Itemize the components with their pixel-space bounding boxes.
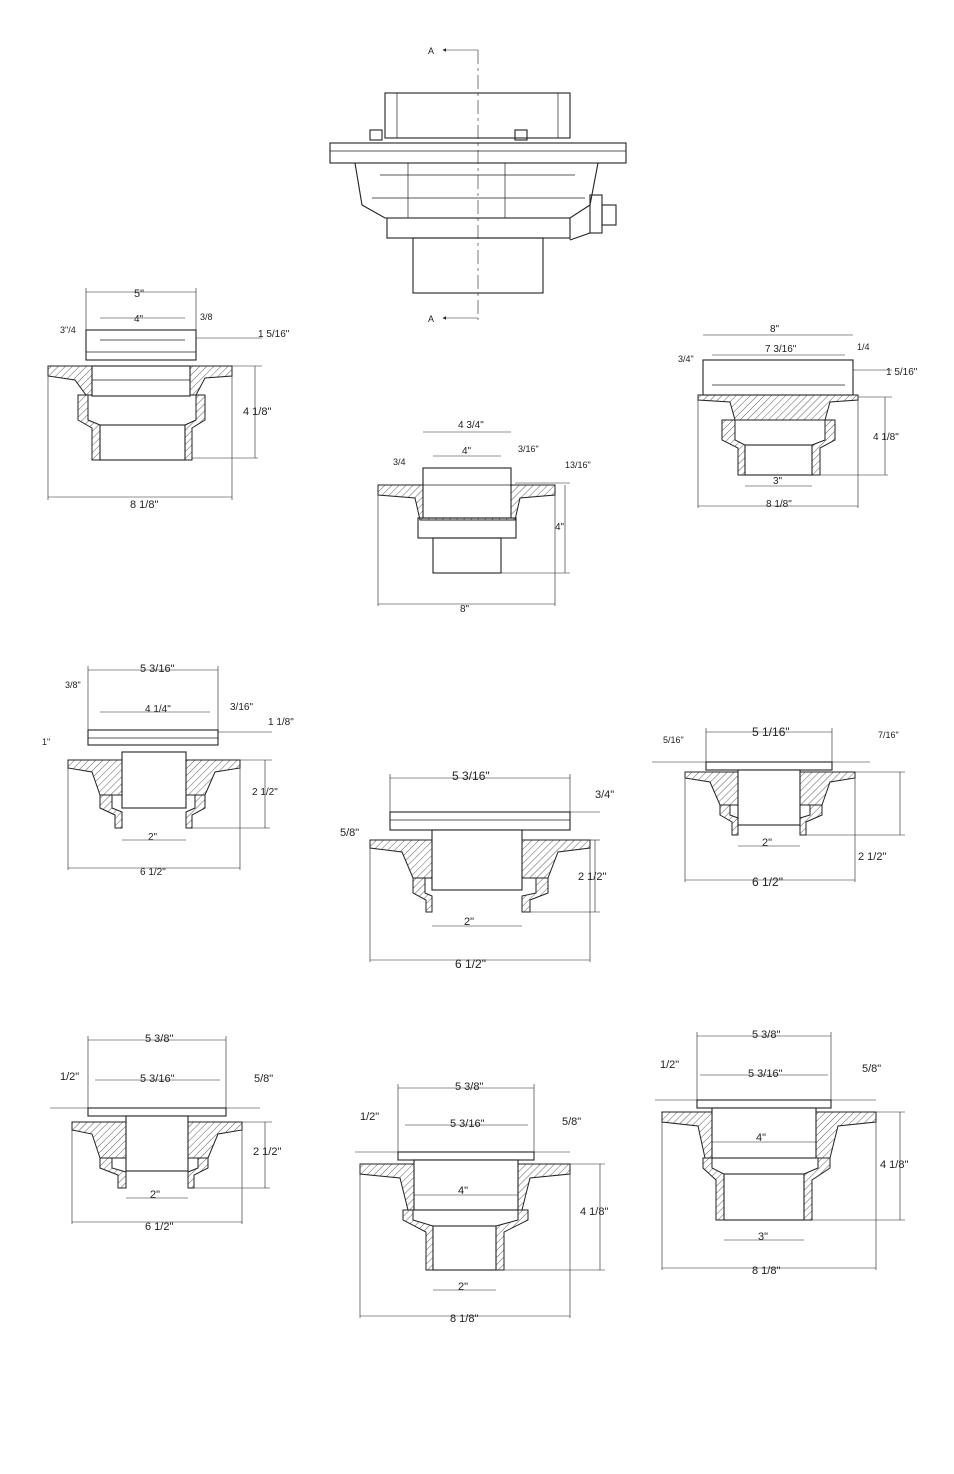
section-view-4: 5 3/16" 4 1/4" 3/8" 3/16" 1 1/8" 1" 2 1/… [42,663,294,878]
dim-8in: 8" [460,604,470,615]
dim-3-4: 3/4 [393,457,406,467]
dim-1-5-16: 1 5/16" [886,367,918,378]
dim-1-1-8: 1 1/8" [268,717,294,728]
section-view-7: 5 3/8" 1/2" 5 3/16" 5/8" 2 1/2" 2" 6 1/2… [50,1033,281,1233]
dim-4in: 4" [756,1132,766,1144]
dim-4-1-8: 4 1/8" [243,406,271,418]
dim-8in: 8" [770,324,780,335]
section-view-8: 5 3/8" 1/2" 5 3/16" 5/8" 4" 4 1/8" 2" 8 … [355,1081,608,1325]
dim-4in: 4" [134,314,144,325]
dim-1-2: 1/2" [660,1059,679,1071]
dim-2in: 2" [148,832,158,843]
dim-2-1-2: 2 1/2" [253,1146,281,1158]
dim-8-1-8: 8 1/8" [752,1265,780,1277]
dim-7-16: 7/16" [878,730,899,740]
dim-8-1-8: 8 1/8" [766,499,792,510]
dim-1-2: 1/2" [60,1071,79,1083]
dim-1in: 1" [42,737,50,747]
dim-5-3-8: 5 3/8" [145,1033,173,1045]
dim-4in-height: 4" [555,522,565,533]
dim-5-8: 5/8" [254,1073,273,1085]
dim-3-16: 3/16" [230,702,253,713]
dim-3in: 3" [773,476,783,487]
dim-2in: 2" [762,837,772,849]
section-view-1: 5" 4" 3"/4 3/8 1 5/16" 4 1/8" 8 1/8" [47,288,290,511]
dim-5-3-16: 5 3/16" [452,769,490,783]
dim-5-3-16: 5 3/16" [748,1068,783,1080]
dim-1-5-16: 1 5/16" [258,329,290,340]
section-view-9: 5 3/8" 1/2" 5 3/16" 5/8" 4" 4 1/8" 3" 8 … [655,1029,908,1277]
dim-2in: 2" [458,1281,468,1293]
section-marker-top: A [428,46,434,56]
dim-5-16: 5/16" [663,735,684,745]
dim-6-1-2: 6 1/2" [140,867,166,878]
top-elevation-view: A A [329,46,627,324]
dim-3-16: 3/16" [518,444,539,454]
dim-4in: 4" [462,446,472,457]
section-view-2: 4 3/4" 4" 3/4 3/16" 13/16" 4" 8" [377,420,591,615]
dim-3-8: 3/8 [200,312,213,322]
dim-6-1-2: 6 1/2" [455,957,486,971]
dim-5-3-16: 5 3/16" [140,1073,175,1085]
dim-2in: 2" [150,1189,160,1201]
dim-4-3-4: 4 3/4" [458,420,484,431]
dim-5-8: 5/8" [340,827,359,839]
section-view-3: 8" 7 3/16" 3/4" 1/4 1 5/16" 4 1/8" 3" 8 … [678,324,918,510]
dim-2in: 2" [464,916,474,928]
section-marker-bottom: A [428,314,434,324]
dim-4-1-8: 4 1/8" [580,1206,608,1218]
dim-3-4: 3/4" [595,789,614,801]
dim-5-8: 5/8" [862,1063,881,1075]
dim-4-1-8: 4 1/8" [880,1159,908,1171]
dim-2-1-2: 2 1/2" [252,787,278,798]
dim-6-1-2: 6 1/2" [752,875,783,889]
dim-1-4: 1/4 [857,342,870,352]
dim-3-4: 3/4" [678,354,694,364]
dim-2-1-2: 2 1/2" [858,851,886,863]
dim-8-1-8: 8 1/8" [130,499,158,511]
section-view-6: 5 1/16" 5/16" 7/16" 2" 2 1/2" 6 1/2" [652,725,905,889]
dim-5-3-8: 5 3/8" [752,1029,780,1041]
dim-5-8: 5/8" [562,1116,581,1128]
dim-5-1-16: 5 1/16" [752,725,790,739]
dim-6-1-2: 6 1/2" [145,1221,173,1233]
dim-3-4: 3"/4 [60,325,76,335]
dim-5-3-16: 5 3/16" [450,1118,485,1130]
dim-5in: 5" [134,288,144,300]
dim-4-1-8: 4 1/8" [873,432,899,443]
dim-2-1-2: 2 1/2" [578,871,606,883]
dim-1-2: 1/2" [360,1111,379,1123]
dim-3-8: 3/8" [65,680,81,690]
dim-7-3-16: 7 3/16" [765,344,797,355]
section-view-5: 5 3/16" 3/4" 5/8" 2 1/2" 2" 6 1/2" [340,769,614,971]
dim-3in: 3" [758,1231,768,1243]
dim-8-1-8: 8 1/8" [450,1313,478,1325]
dim-4-1-4: 4 1/4" [145,704,171,715]
dim-4in: 4" [458,1185,468,1197]
dim-13-16: 13/16" [565,460,591,470]
dim-5-3-16: 5 3/16" [140,663,175,675]
dim-5-3-8: 5 3/8" [455,1081,483,1093]
